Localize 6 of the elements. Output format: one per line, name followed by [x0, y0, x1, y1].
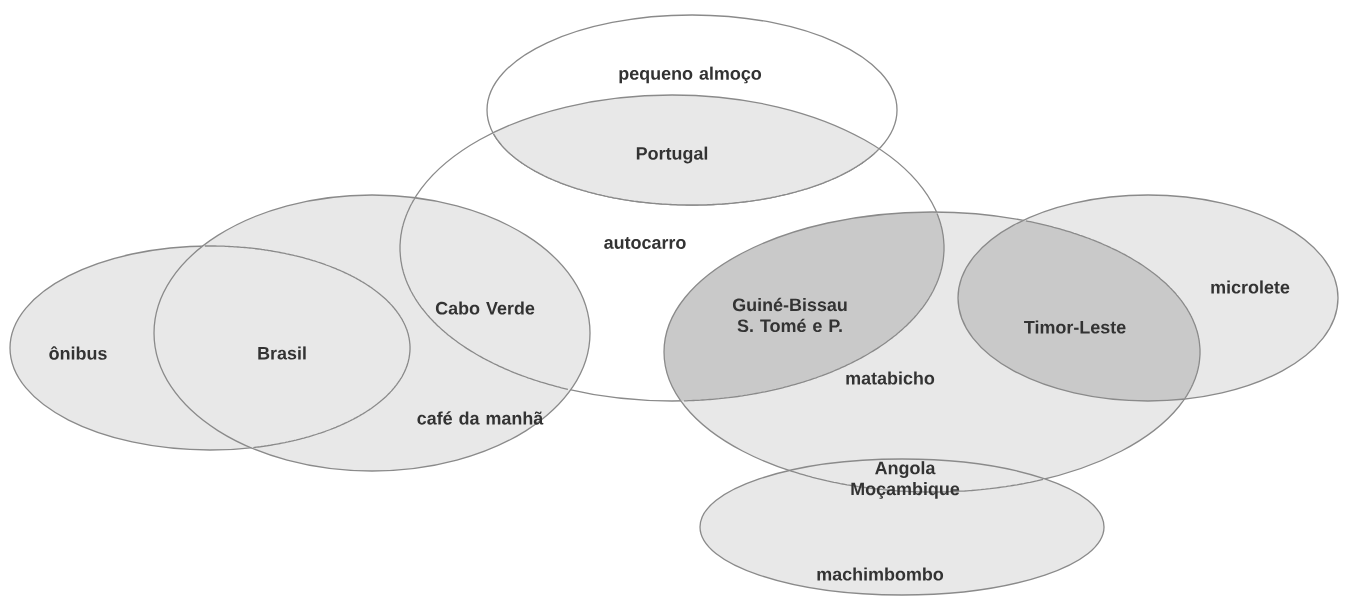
region-label: Timor-Leste	[1024, 320, 1126, 334]
region-label: Guiné-Bissau S. Tomé e P.	[732, 297, 847, 333]
node-label: machimbombo	[817, 567, 944, 581]
region-label: Portugal	[636, 146, 708, 164]
region-label: Brasil	[258, 346, 306, 360]
region-label: Cabo Verde	[435, 301, 535, 315]
